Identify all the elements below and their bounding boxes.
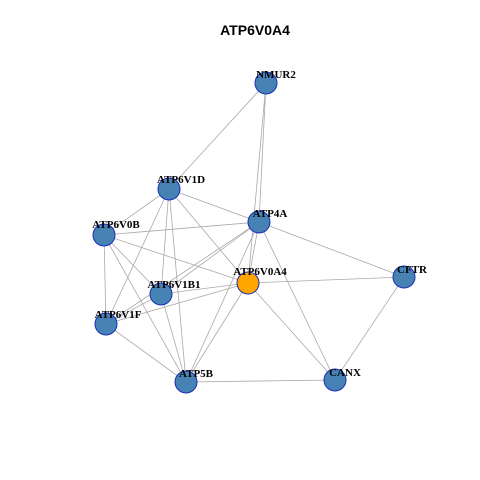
edge-atp6v1d-atp5b xyxy=(168,188,187,383)
node-label-atp5b: ATP5B xyxy=(179,368,214,380)
node-atp4a[interactable] xyxy=(247,210,271,234)
node-atp6v0b[interactable] xyxy=(92,223,116,247)
node-label-atp6v0a4: ATP6V0A4 xyxy=(233,266,287,278)
node-layer xyxy=(92,71,416,394)
diagram-title: ATP6V0A4 xyxy=(220,22,290,38)
node-atp6v1d[interactable] xyxy=(157,177,181,201)
edge-atp5b-canx xyxy=(185,379,336,383)
edge-atp4a-atp6v1f xyxy=(105,221,260,325)
edge-atp6v0a4-cftr xyxy=(247,276,405,284)
edge-atp6v1d-atp6v0b xyxy=(103,188,170,236)
edge-atp6v1d-atp6v0a4 xyxy=(168,188,249,284)
edge-atp6v1b1-atp5b xyxy=(160,293,187,383)
node-label-nmur2: NMUR2 xyxy=(256,69,296,81)
node-nmur2[interactable] xyxy=(254,71,278,95)
node-label-atp6v0b: ATP6V0B xyxy=(92,219,140,231)
edge-atp6v0b-atp4a xyxy=(103,221,260,236)
edge-atp6v0a4-canx xyxy=(247,282,336,381)
edge-atp4a-canx xyxy=(258,221,336,381)
node-label-cftr: CFTR xyxy=(397,264,428,276)
node-label-atp6v1d: ATP6V1D xyxy=(157,174,205,186)
node-atp6v1b1[interactable] xyxy=(149,282,173,306)
edge-atp6v1d-atp4a xyxy=(168,188,260,223)
edge-nmur2-atp6v1d xyxy=(168,82,267,190)
edge-atp6v0a4-atp6v1b1 xyxy=(160,282,249,295)
node-atp6v0a4[interactable] xyxy=(236,271,260,295)
edge-atp6v0b-atp6v0a4 xyxy=(103,234,249,284)
node-canx[interactable] xyxy=(323,368,347,392)
edge-atp6v1d-atp6v1b1 xyxy=(160,188,170,295)
edge-atp6v0b-atp6v1f xyxy=(103,234,107,325)
edge-cftr-canx xyxy=(334,276,405,381)
node-label-atp6v1b1: ATP6V1B1 xyxy=(148,279,201,291)
edge-atp6v0a4-atp5b xyxy=(185,282,249,383)
node-atp6v1f[interactable] xyxy=(94,312,118,336)
edge-nmur2-atp4a xyxy=(258,82,267,223)
edge-atp4a-atp6v1b1 xyxy=(160,221,260,295)
edge-layer xyxy=(103,82,405,383)
node-label-canx: CANX xyxy=(329,367,361,379)
edge-atp6v0b-atp6v1b1 xyxy=(103,234,162,295)
edge-atp4a-cftr xyxy=(258,221,405,278)
edge-atp6v1f-atp5b xyxy=(105,323,187,383)
edge-atp6v0b-atp5b xyxy=(103,234,187,383)
node-label-atp6v1f: ATP6V1F xyxy=(95,309,142,321)
node-label-atp4a: ATP4A xyxy=(253,208,288,220)
edge-atp6v1d-atp6v1f xyxy=(105,188,170,325)
edge-atp4a-atp5b xyxy=(185,221,260,383)
node-atp5b[interactable] xyxy=(174,370,198,394)
edge-atp6v0a4-atp6v1f xyxy=(105,282,249,325)
edge-nmur2-atp6v0a4 xyxy=(247,82,267,284)
node-cftr[interactable] xyxy=(392,265,416,289)
